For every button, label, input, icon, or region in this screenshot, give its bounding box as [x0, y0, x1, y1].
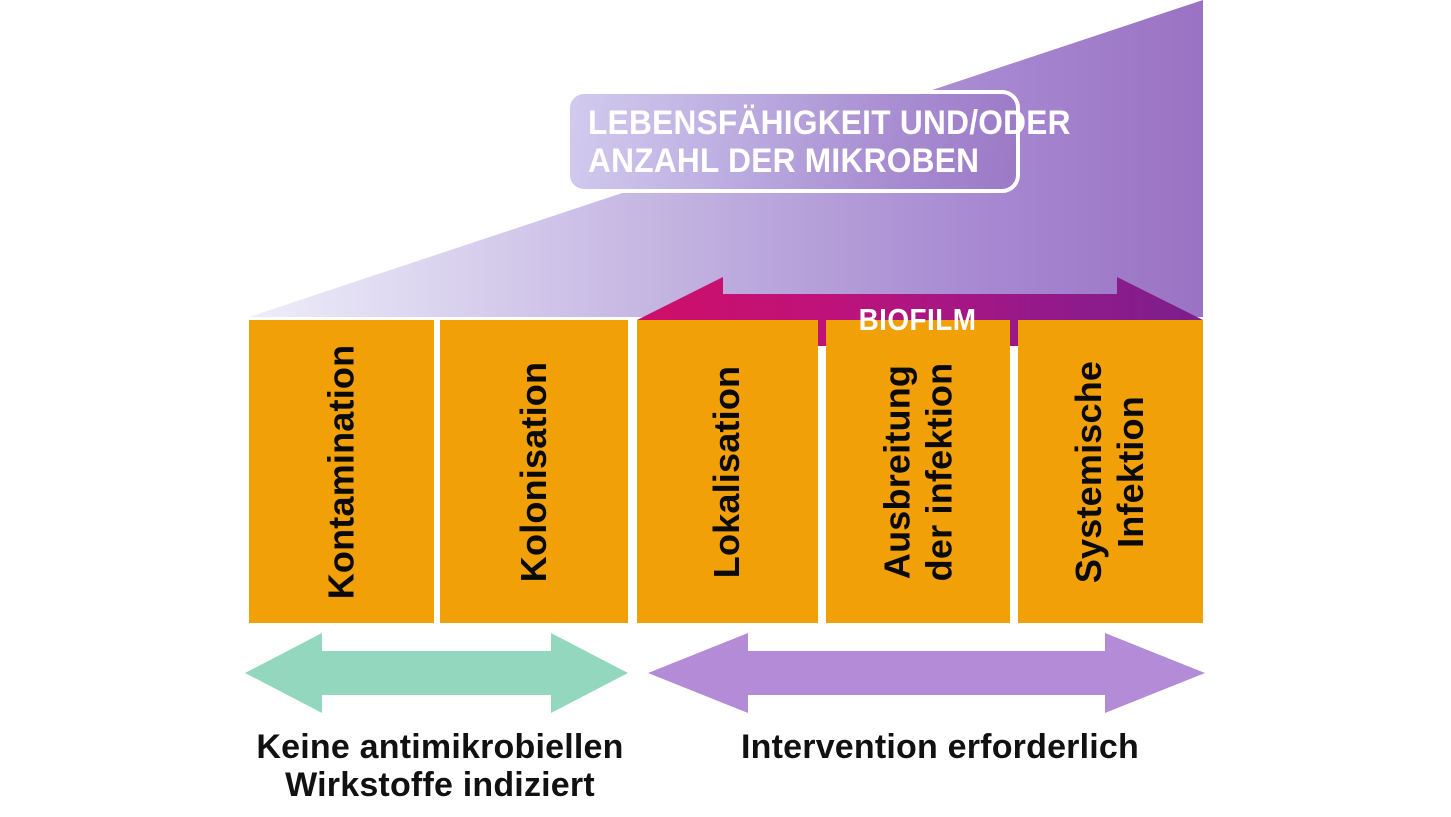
title-line-1: LEBENSFÄHIGKEIT UND/ODER: [588, 103, 1071, 142]
stage-label-systemische-infektion: Systemische Infektion: [1068, 360, 1152, 583]
title-banner: LEBENSFÄHIGKEIT UND/ODER ANZAHL DER MIKR…: [566, 90, 1070, 193]
stage-box-kolonisation[interactable]: Kolonisation: [440, 320, 628, 623]
caption-right-line-1: Intervention erforderlich: [741, 728, 1139, 766]
intervention-required-double-arrow: [648, 633, 1205, 713]
biofilm-label: BIOFILM: [858, 302, 977, 337]
caption-intervention-required: Intervention erforderlich: [660, 728, 1220, 766]
stage-box-kontamination[interactable]: Kontamination: [249, 320, 434, 623]
stage-box-lokalisation[interactable]: Lokalisation: [637, 320, 818, 623]
caption-no-antimicrobials: Keine antimikrobiellen Wirkstoffe indizi…: [205, 728, 675, 804]
stage-box-systemische-infektion[interactable]: Systemische Infektion: [1018, 320, 1203, 623]
title-line-2: ANZAHL DER MIKROBEN: [588, 141, 980, 180]
stage-label-kontamination: Kontamination: [320, 344, 362, 599]
stage-box-ausbreitung-der-infektion[interactable]: Ausbreitung der infektion: [826, 320, 1010, 623]
no-antimicrobials-double-arrow: [245, 633, 628, 713]
stage-label-ausbreitung-der-infektion: Ausbreitung der infektion: [876, 362, 959, 581]
caption-left-line-2: Wirkstoffe indiziert: [285, 766, 595, 804]
stage-label-lokalisation: Lokalisation: [706, 365, 748, 578]
stage-label-kolonisation: Kolonisation: [513, 361, 555, 582]
caption-left-line-1: Keine antimikrobiellen: [256, 728, 624, 766]
